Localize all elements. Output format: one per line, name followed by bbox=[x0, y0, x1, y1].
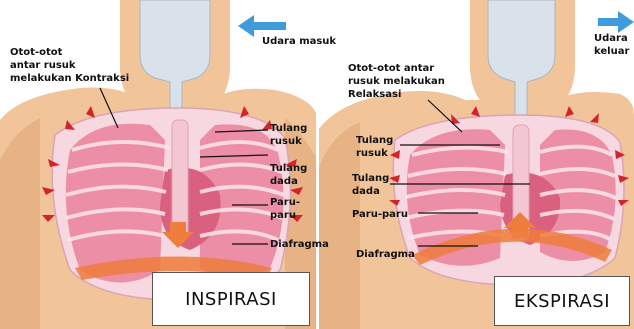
tulang-rusuk-label-inspirasi: Tulang rusuk bbox=[270, 122, 307, 148]
label-line: paru bbox=[270, 209, 300, 222]
label-line: Tulang bbox=[352, 172, 389, 185]
muscle-label-ekspirasi: Otot-otot antar rusuk melakukan Relaksas… bbox=[348, 62, 445, 101]
label-line: dada bbox=[352, 185, 389, 198]
diafragma-label-inspirasi: Diafragma bbox=[270, 238, 329, 251]
muscle-label-line: melakukan Kontraksi bbox=[10, 72, 129, 85]
inspirasi-title: INSPIRASI bbox=[152, 272, 310, 326]
paru-paru-label-inspirasi: Paru- paru bbox=[270, 196, 300, 222]
air-in-label: Udara masuk bbox=[262, 35, 336, 48]
tulang-dada-label-ekspirasi: Tulang dada bbox=[352, 172, 389, 198]
muscle-label-line: Otot-otot antar bbox=[348, 62, 445, 75]
label-line: Udara bbox=[594, 32, 629, 45]
label-line: Paru- bbox=[270, 196, 300, 209]
tulang-dada-label-inspirasi: Tulang dada bbox=[270, 162, 307, 188]
diafragma-label-ekspirasi: Diafragma bbox=[356, 248, 415, 261]
label-line: Tulang bbox=[270, 122, 307, 135]
label-line: rusuk bbox=[270, 135, 307, 148]
paru-paru-label-ekspirasi: Paru-paru bbox=[352, 208, 408, 221]
muscle-label-line: rusuk melakukan bbox=[348, 75, 445, 88]
muscle-label-line: antar rusuk bbox=[10, 59, 129, 72]
label-line: rusuk bbox=[356, 147, 393, 160]
label-line: Tulang bbox=[356, 134, 393, 147]
label-line: dada bbox=[270, 175, 307, 188]
ekspirasi-title: EKSPIRASI bbox=[494, 276, 630, 326]
muscle-label-line: Otot-otot bbox=[10, 46, 129, 59]
label-line: Tulang bbox=[270, 162, 307, 175]
muscle-label-inspirasi: Otot-otot antar rusuk melakukan Kontraks… bbox=[10, 46, 129, 85]
muscle-label-line: Relaksasi bbox=[348, 88, 445, 101]
air-out-label: Udara keluar bbox=[594, 32, 629, 58]
tulang-rusuk-label-ekspirasi: Tulang rusuk bbox=[356, 134, 393, 160]
label-line: keluar bbox=[594, 45, 629, 58]
